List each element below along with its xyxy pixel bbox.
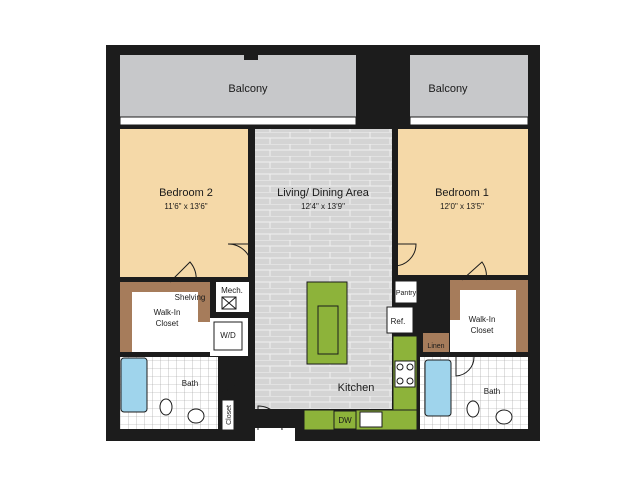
bedroom-2 bbox=[120, 129, 248, 277]
closet-shelf-right-a bbox=[516, 280, 528, 352]
door-bed1 bbox=[393, 243, 417, 267]
window-strip-right bbox=[409, 116, 529, 126]
burner-1 bbox=[396, 363, 404, 371]
label-wd: W/D bbox=[220, 331, 236, 340]
label-pantry: Pantry bbox=[396, 290, 417, 297]
wall-bed2-living bbox=[248, 125, 255, 241]
walkin-closet-left bbox=[120, 282, 210, 352]
dw-unit bbox=[333, 410, 357, 430]
entry-door-swing bbox=[257, 405, 283, 431]
door-bath-right bbox=[455, 356, 475, 377]
balcony-divider bbox=[356, 45, 410, 125]
label-walkin-left-2: Closet bbox=[156, 319, 179, 328]
door-walkin-right bbox=[461, 261, 487, 281]
sink-left bbox=[187, 408, 205, 424]
closet-shelf-left-b bbox=[132, 282, 210, 292]
pantry bbox=[394, 280, 418, 304]
label-ref: Ref. bbox=[391, 317, 406, 326]
closet-shelf-right-b bbox=[450, 280, 516, 290]
wall-living-bed1 bbox=[392, 125, 398, 241]
label-bedroom-2: Bedroom 2 bbox=[159, 187, 213, 199]
door-bath-left bbox=[217, 369, 241, 393]
toilet-left bbox=[159, 398, 173, 416]
label-bedroom-1-dims: 12'0" x 13'5" bbox=[440, 202, 484, 211]
window-strip-left bbox=[119, 116, 357, 126]
label-shelving: Shelving bbox=[175, 293, 206, 302]
label-walkin-right-2: Closet bbox=[471, 326, 494, 335]
label-walkin-left-1: Walk-In bbox=[154, 308, 181, 317]
label-bath-left: Bath bbox=[182, 379, 198, 388]
balcony-right bbox=[410, 55, 528, 117]
closet-shelf-right-c bbox=[450, 290, 460, 320]
door-bed2 bbox=[227, 243, 253, 269]
label-walkin-right-1: Walk-In bbox=[469, 315, 496, 324]
walkin-closet-right bbox=[450, 280, 528, 352]
label-living-dims: 12'4" x 13'9" bbox=[301, 202, 345, 211]
balcony-post bbox=[244, 48, 258, 60]
label-kitchen: Kitchen bbox=[338, 382, 375, 394]
door-walkin-left bbox=[169, 261, 197, 283]
label-bedroom-2-dims: 11'6" x 13'6" bbox=[164, 202, 207, 211]
wd-unit bbox=[213, 321, 243, 351]
label-bedroom-1: Bedroom 1 bbox=[435, 187, 489, 199]
burner-4 bbox=[406, 377, 414, 385]
living-dining-floor bbox=[255, 129, 392, 409]
tub-right bbox=[424, 359, 452, 417]
kitchen-sink bbox=[359, 411, 383, 428]
tub-left bbox=[120, 357, 148, 413]
label-balcony-left: Balcony bbox=[228, 83, 268, 95]
label-living: Living/ Dining Area bbox=[277, 187, 370, 199]
sink-right bbox=[495, 409, 513, 425]
mech-unit-x bbox=[221, 296, 237, 310]
closet-small bbox=[221, 399, 235, 431]
wall-closet-bath-left bbox=[106, 352, 210, 357]
closet-shelf-left-c bbox=[198, 292, 210, 322]
refrigerator bbox=[386, 306, 414, 334]
label-mech: Mech. bbox=[221, 286, 243, 295]
cooktop bbox=[394, 360, 416, 388]
island-sink bbox=[317, 305, 339, 355]
entry-gap bbox=[255, 428, 295, 441]
toilet-right bbox=[466, 400, 480, 418]
label-linen: Linen bbox=[427, 343, 444, 350]
wall-bed2-bottom bbox=[106, 277, 186, 282]
wall-mech-wd bbox=[210, 312, 255, 318]
bedroom-1 bbox=[398, 129, 528, 275]
wall-bed1-bottom bbox=[485, 275, 540, 280]
wall-closet-bath-right bbox=[420, 352, 540, 357]
label-bath-right: Bath bbox=[484, 387, 500, 396]
label-dw: DW bbox=[338, 416, 352, 425]
burner-3 bbox=[396, 377, 404, 385]
label-closet: Closet bbox=[226, 405, 233, 425]
burner-2 bbox=[406, 363, 414, 371]
label-balcony-right: Balcony bbox=[428, 83, 468, 95]
closet-shelf-left-a bbox=[120, 282, 132, 352]
balcony-left bbox=[120, 55, 356, 117]
